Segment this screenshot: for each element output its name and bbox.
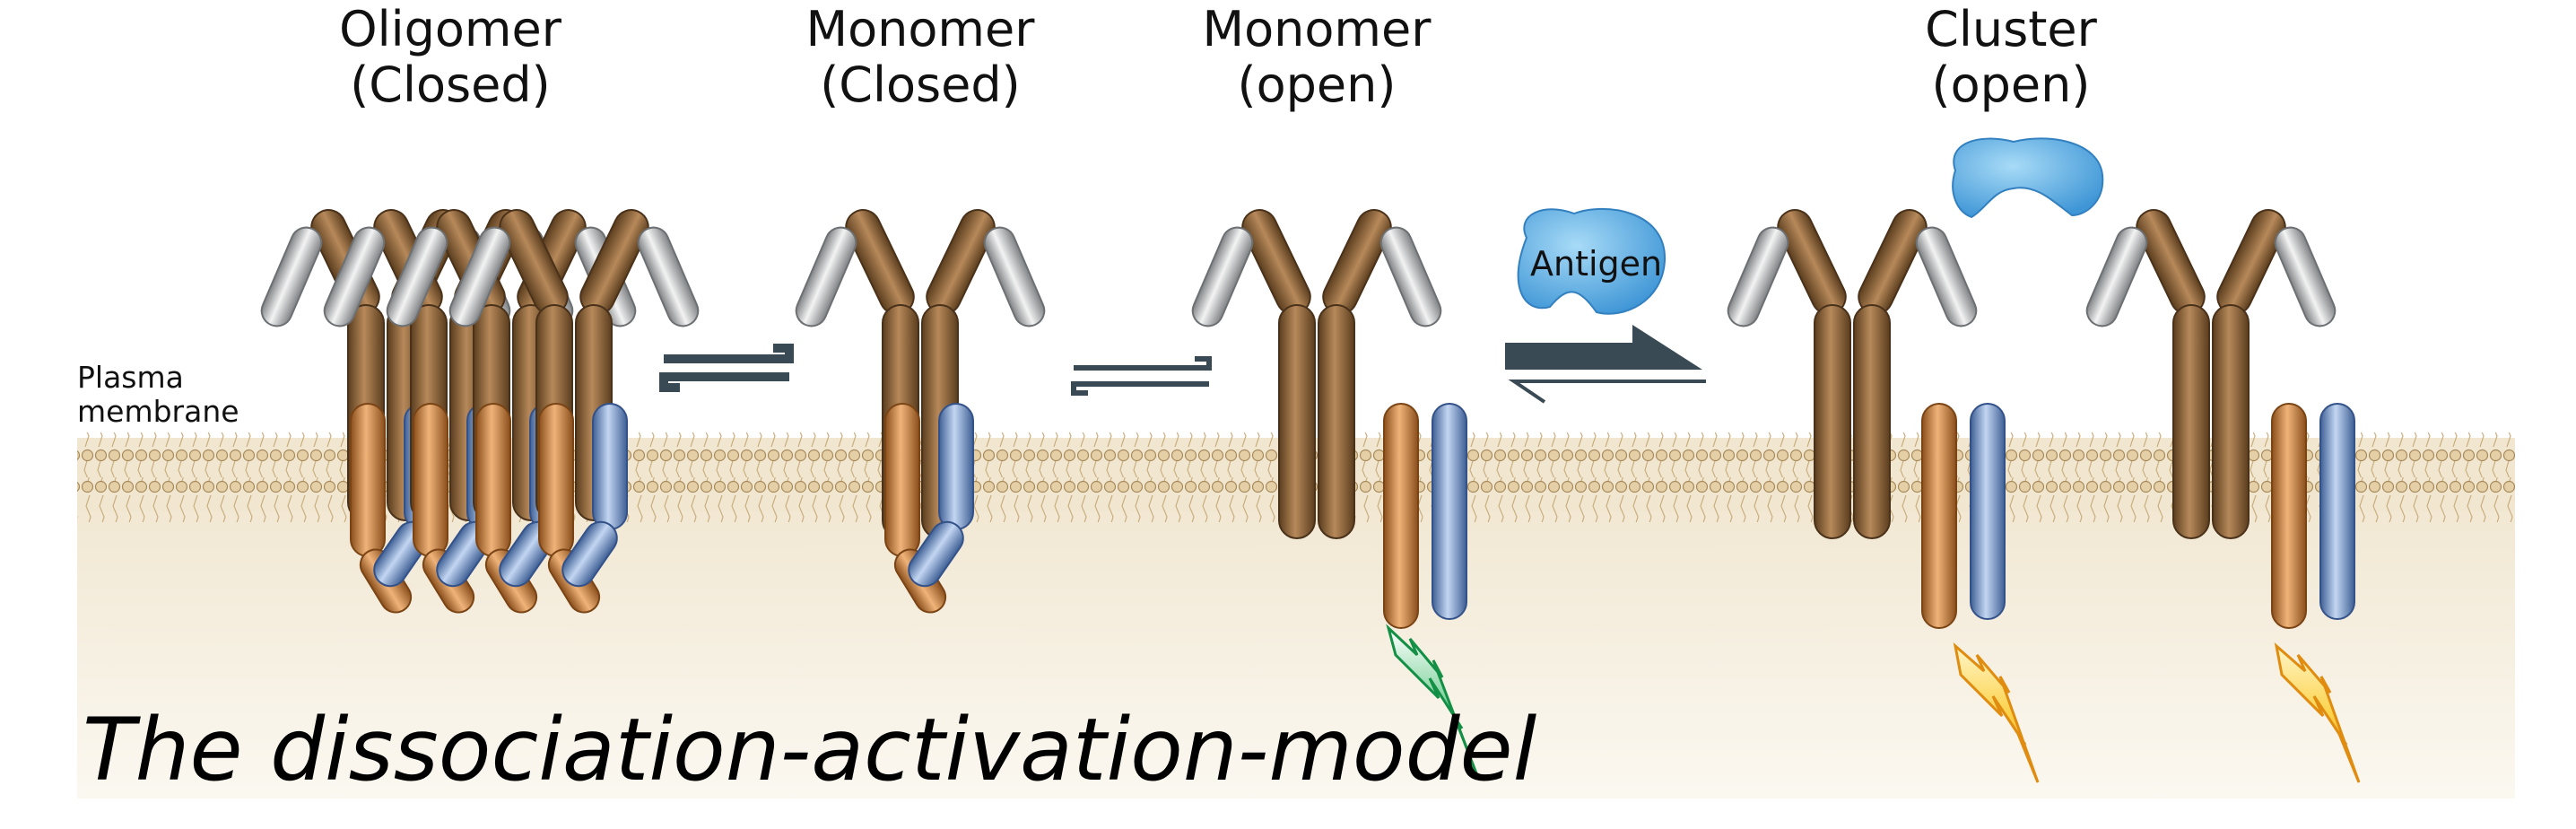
ig-alpha-chain-open xyxy=(1383,403,1419,629)
ig-beta-chain-open xyxy=(1432,403,1467,620)
ig-alpha-chain-open xyxy=(2271,403,2307,629)
light-chain-right xyxy=(983,226,1046,327)
ig-alpha-chain xyxy=(538,403,574,557)
ig-beta-chain-open xyxy=(1970,403,2006,620)
membrane-label-line1: Plasma xyxy=(77,360,184,395)
light-chain-left xyxy=(386,226,448,327)
heavy-chain-fab-left xyxy=(1241,209,1311,315)
light-chain-right xyxy=(1915,226,1978,327)
heavy-chain-fab-right xyxy=(2216,209,2286,315)
light-chain-right xyxy=(637,226,700,327)
stage-title: Oligomer xyxy=(339,1,561,57)
heavy-chain-fab-right xyxy=(1858,209,1928,315)
heavy-chain-fab-right xyxy=(1322,209,1392,315)
stage-state: (Closed) xyxy=(350,57,551,113)
heavy-chain-stem-right xyxy=(1318,304,1355,539)
signal-bolt-green xyxy=(1386,624,1478,774)
heavy-chain-fab-left xyxy=(2136,209,2206,315)
plasma-membrane-label: Plasma membrane xyxy=(77,361,239,429)
stage-state: (open) xyxy=(1931,57,2091,113)
ig-alpha-chain xyxy=(350,403,386,557)
light-chain-left xyxy=(2085,226,2148,327)
stage-label-monomer-closed: Monomer (Closed) xyxy=(759,2,1082,113)
equilibrium-arrow-2 xyxy=(1071,356,1212,396)
stage-label-monomer-open: Monomer (open) xyxy=(1155,2,1478,113)
heavy-chain-stem-right xyxy=(1853,304,1891,539)
signal-bolt-orange-1 xyxy=(1953,642,2040,783)
light-chain-left xyxy=(260,226,323,327)
heavy-chain-fab-left xyxy=(845,209,915,315)
light-chain-left xyxy=(323,226,386,327)
ig-beta-chain-open xyxy=(2319,403,2355,620)
receptor-layer xyxy=(260,209,2355,629)
ig-alpha-chain xyxy=(884,403,920,557)
stage-state: (open) xyxy=(1237,57,1397,113)
stage-label-cluster-open: Cluster (open) xyxy=(1849,2,2172,113)
stage-title: Cluster xyxy=(1925,1,2097,57)
light-chain-right xyxy=(2274,226,2337,327)
stage-state: (Closed) xyxy=(820,57,1021,113)
heavy-chain-stem-left xyxy=(1278,304,1316,539)
ig-alpha-chain xyxy=(413,403,448,557)
ig-beta-chain xyxy=(592,403,628,530)
stage-title: Monomer xyxy=(1202,1,1432,57)
signal-bolt-orange-2 xyxy=(2274,642,2361,783)
antigen-label: Antigen xyxy=(1530,244,1663,284)
light-chain-left xyxy=(1191,226,1254,327)
light-chain-left xyxy=(795,226,857,327)
heavy-chain-stem-left xyxy=(1814,304,1851,539)
ig-beta-chain xyxy=(938,403,974,530)
stage-label-oligomer: Oligomer (Closed) xyxy=(289,2,612,113)
equilibrium-arrow-1 xyxy=(659,344,794,392)
antigen-free xyxy=(1517,207,1667,315)
membrane-label-line2: membrane xyxy=(77,394,239,429)
ig-beta-tail xyxy=(561,520,618,588)
ig-alpha-chain-open xyxy=(1921,403,1957,629)
model-title: The dissociation-activation-model xyxy=(83,700,1537,800)
light-chain-right xyxy=(1379,226,1442,327)
equilibrium-arrow-3-forward-favored xyxy=(1505,325,1706,404)
stage-title: Monomer xyxy=(805,1,1035,57)
heavy-chain-fab-right xyxy=(926,209,996,315)
ig-alpha-chain xyxy=(475,403,511,557)
heavy-chain-fab-left xyxy=(1777,209,1847,315)
heavy-chain-stem-right xyxy=(2212,304,2250,539)
ig-beta-tail xyxy=(908,520,964,588)
antigen-bound xyxy=(1952,137,2104,219)
light-chain-left xyxy=(1727,226,1789,327)
heavy-chain-stem-left xyxy=(2172,304,2210,539)
light-chain-left xyxy=(448,226,511,327)
